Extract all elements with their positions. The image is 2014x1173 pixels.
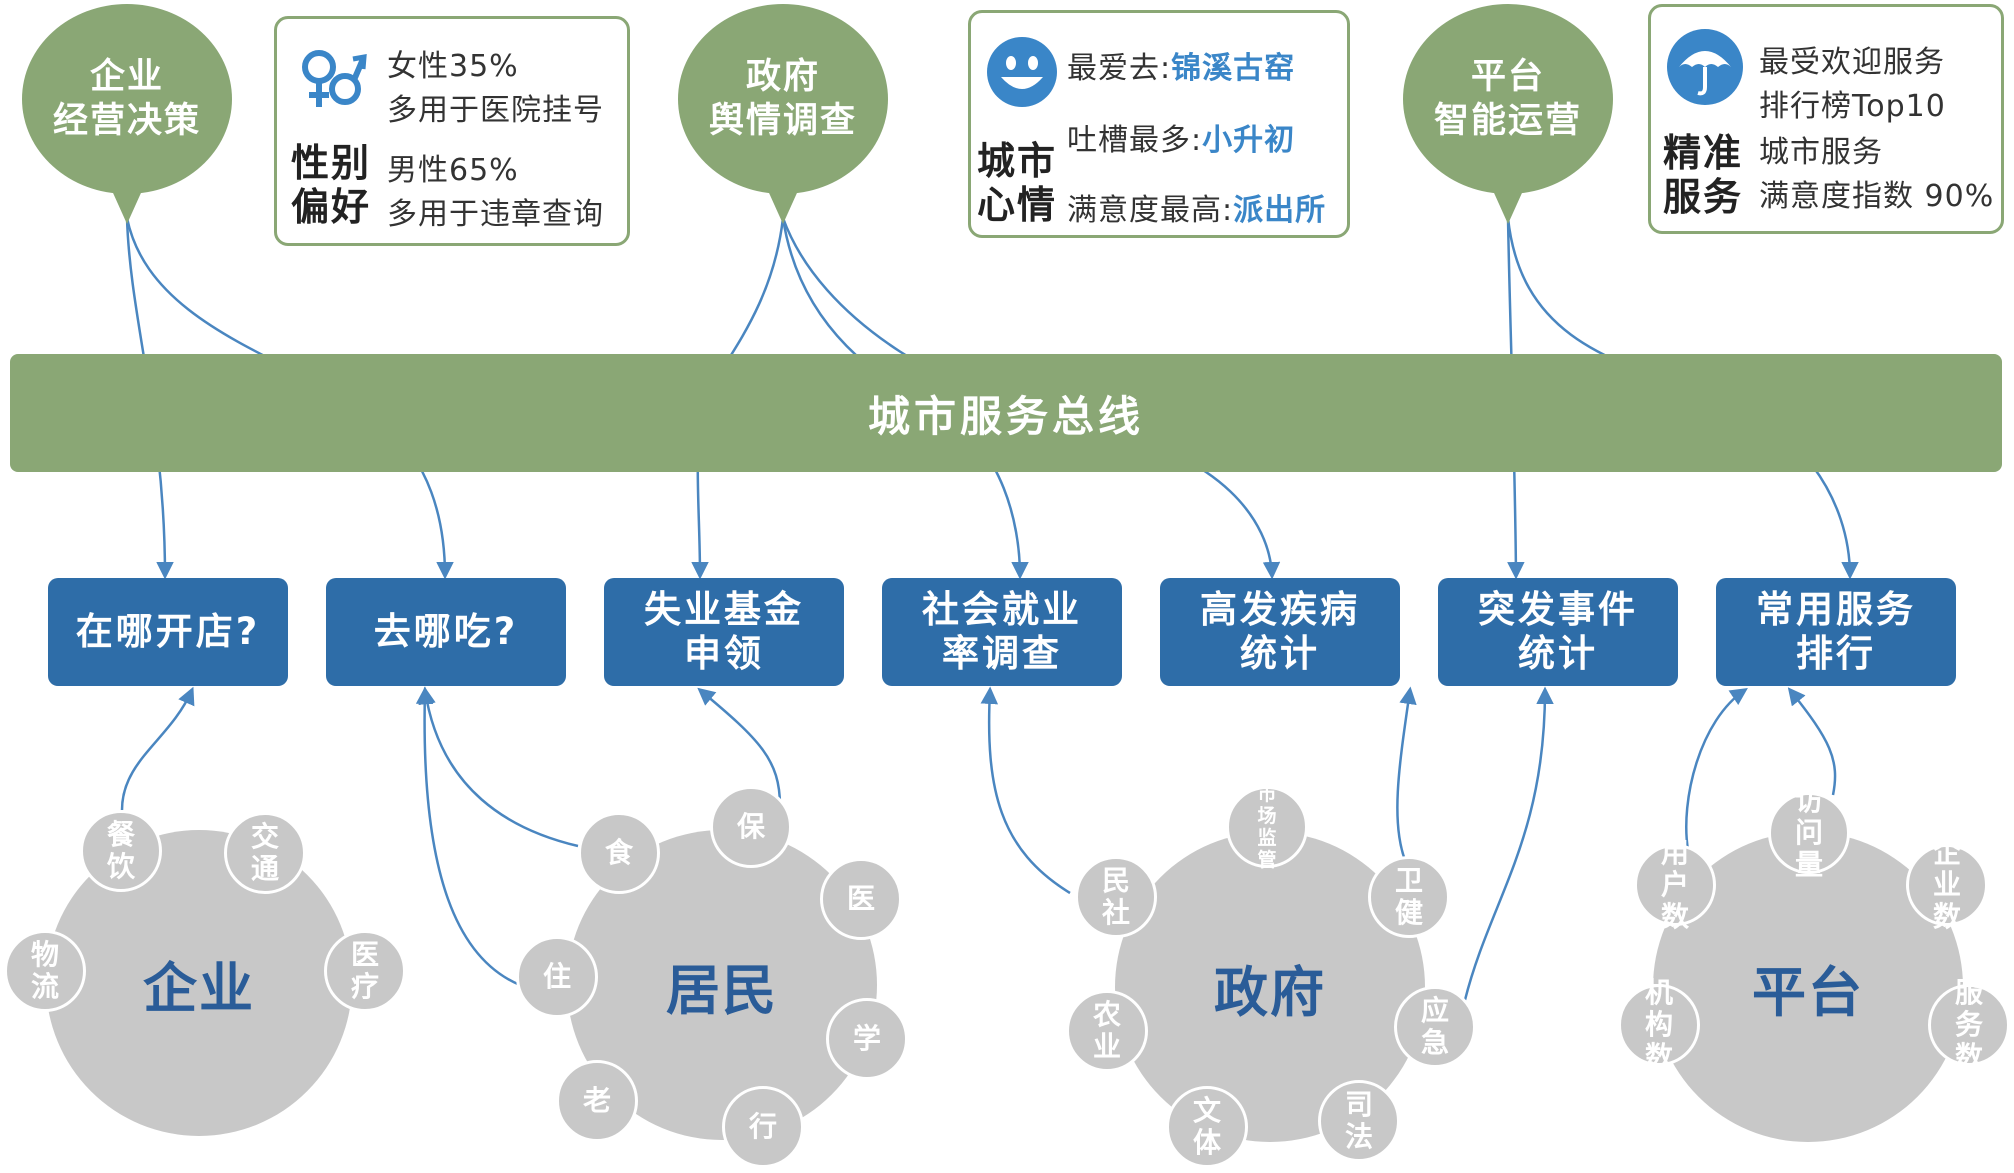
- bubble-enterprise-decision: 企业 经营决策: [22, 4, 232, 224]
- umbrella-icon: [1667, 29, 1743, 105]
- bubble-text: 企业: [89, 57, 164, 97]
- node-transport: 交通: [224, 812, 306, 894]
- city-service-bus: 城市服务总线: [10, 354, 2002, 472]
- card-city-mood: 最爱去:锦溪古窑 吐槽最多:小升初 城市 心情 满意度最高:派出所: [968, 10, 1350, 238]
- service-emergency-statistics[interactable]: 突发事件统计: [1438, 578, 1678, 686]
- bubble-platform-operation: 平台 智能运营: [1403, 4, 1613, 224]
- connector-line: [1396, 686, 1417, 861]
- service-employment-survey[interactable]: 社会就业率调查: [882, 578, 1122, 686]
- service-unemployment-fund[interactable]: 失业基金申领: [604, 578, 844, 686]
- node-elderly: 老: [556, 1060, 638, 1142]
- top10-ranking: 排行榜Top10: [1759, 89, 1946, 124]
- node-catering: 餐饮: [80, 810, 162, 892]
- gender-icon: [302, 50, 367, 107]
- node-logistics: 物流: [4, 930, 86, 1012]
- smiley-icon: [987, 37, 1057, 107]
- card-title: 精准 服务: [1663, 131, 1744, 219]
- connector-line: [120, 686, 195, 811]
- node-culture-sports: 文体: [1166, 1086, 1248, 1168]
- service-where-to-eat[interactable]: 去哪吃?: [326, 578, 566, 686]
- bubble-government-survey: 政府 舆情调查: [678, 4, 888, 224]
- card-title: 城市 心情: [977, 139, 1058, 227]
- bubble-text: 平台: [1470, 57, 1545, 97]
- connector-line: [415, 686, 521, 987]
- node-health: 卫健: [1368, 856, 1450, 938]
- node-insurance: 保: [710, 786, 792, 868]
- connector-line: [1463, 686, 1554, 1001]
- connector-line: [980, 686, 1071, 895]
- connector-line: [1787, 687, 1837, 796]
- bubble-tail: [765, 184, 801, 224]
- bubble-text: 经营决策: [52, 101, 201, 141]
- bubble-text: 舆情调查: [708, 101, 857, 141]
- connector-line: [1685, 688, 1748, 851]
- node-visits: 访问量: [1768, 785, 1850, 881]
- bubble-tail: [109, 184, 145, 224]
- popular-service: 最受欢迎服务: [1759, 45, 1945, 80]
- node-institutions: 机构数: [1618, 977, 1700, 1073]
- male-ratio: 男性65%: [387, 153, 519, 188]
- node-civil-social: 民社: [1075, 856, 1157, 938]
- female-usage: 多用于医院挂号: [387, 93, 604, 128]
- favorite-place: 最爱去:锦溪古窑: [1067, 51, 1296, 86]
- female-ratio: 女性35%: [387, 49, 519, 84]
- service-where-open-shop[interactable]: 在哪开店?: [48, 578, 288, 686]
- highest-satisfaction: 满意度最高:派出所: [1067, 193, 1327, 228]
- node-housing: 住: [516, 936, 598, 1018]
- card-precise-service: 最受欢迎服务 排行榜Top10 精准 服务 城市服务 满意度指数 90%: [1648, 4, 2004, 234]
- bubble-text: 政府: [745, 57, 820, 97]
- connector-line: [418, 686, 579, 848]
- node-enterprises: 企业数: [1906, 837, 1988, 933]
- node-services: 服务数: [1928, 977, 2010, 1073]
- node-education: 学: [826, 998, 908, 1080]
- node-agriculture: 农业: [1066, 990, 1148, 1072]
- service-popular-ranking[interactable]: 常用服务排行: [1716, 578, 1956, 686]
- node-food: 食: [578, 812, 660, 894]
- card-gender-preference: 女性35% 多用于医院挂号 性别 偏好 男性65% 多用于违章查询: [274, 16, 630, 246]
- bubble-text: 智能运营: [1433, 101, 1582, 141]
- city-service: 城市服务: [1759, 135, 1883, 170]
- bus-label: 城市服务总线: [867, 391, 1144, 441]
- node-travel: 行: [722, 1086, 804, 1168]
- satisfaction-index: 满意度指数 90%: [1759, 179, 1995, 214]
- most-complaint: 吐槽最多:小升初: [1067, 123, 1296, 158]
- service-disease-statistics[interactable]: 高发疾病统计: [1160, 578, 1400, 686]
- node-market-supervision: 市场监管: [1226, 783, 1308, 871]
- card-title: 性别 偏好: [291, 141, 372, 229]
- node-emergency: 应急: [1394, 986, 1476, 1068]
- node-users: 用户数: [1634, 837, 1716, 933]
- bubble-tail: [1490, 184, 1526, 224]
- male-usage: 多用于违章查询: [387, 197, 604, 232]
- node-healthcare: 医: [820, 858, 902, 940]
- node-medical: 医疗: [324, 930, 406, 1012]
- node-justice: 司法: [1318, 1080, 1400, 1162]
